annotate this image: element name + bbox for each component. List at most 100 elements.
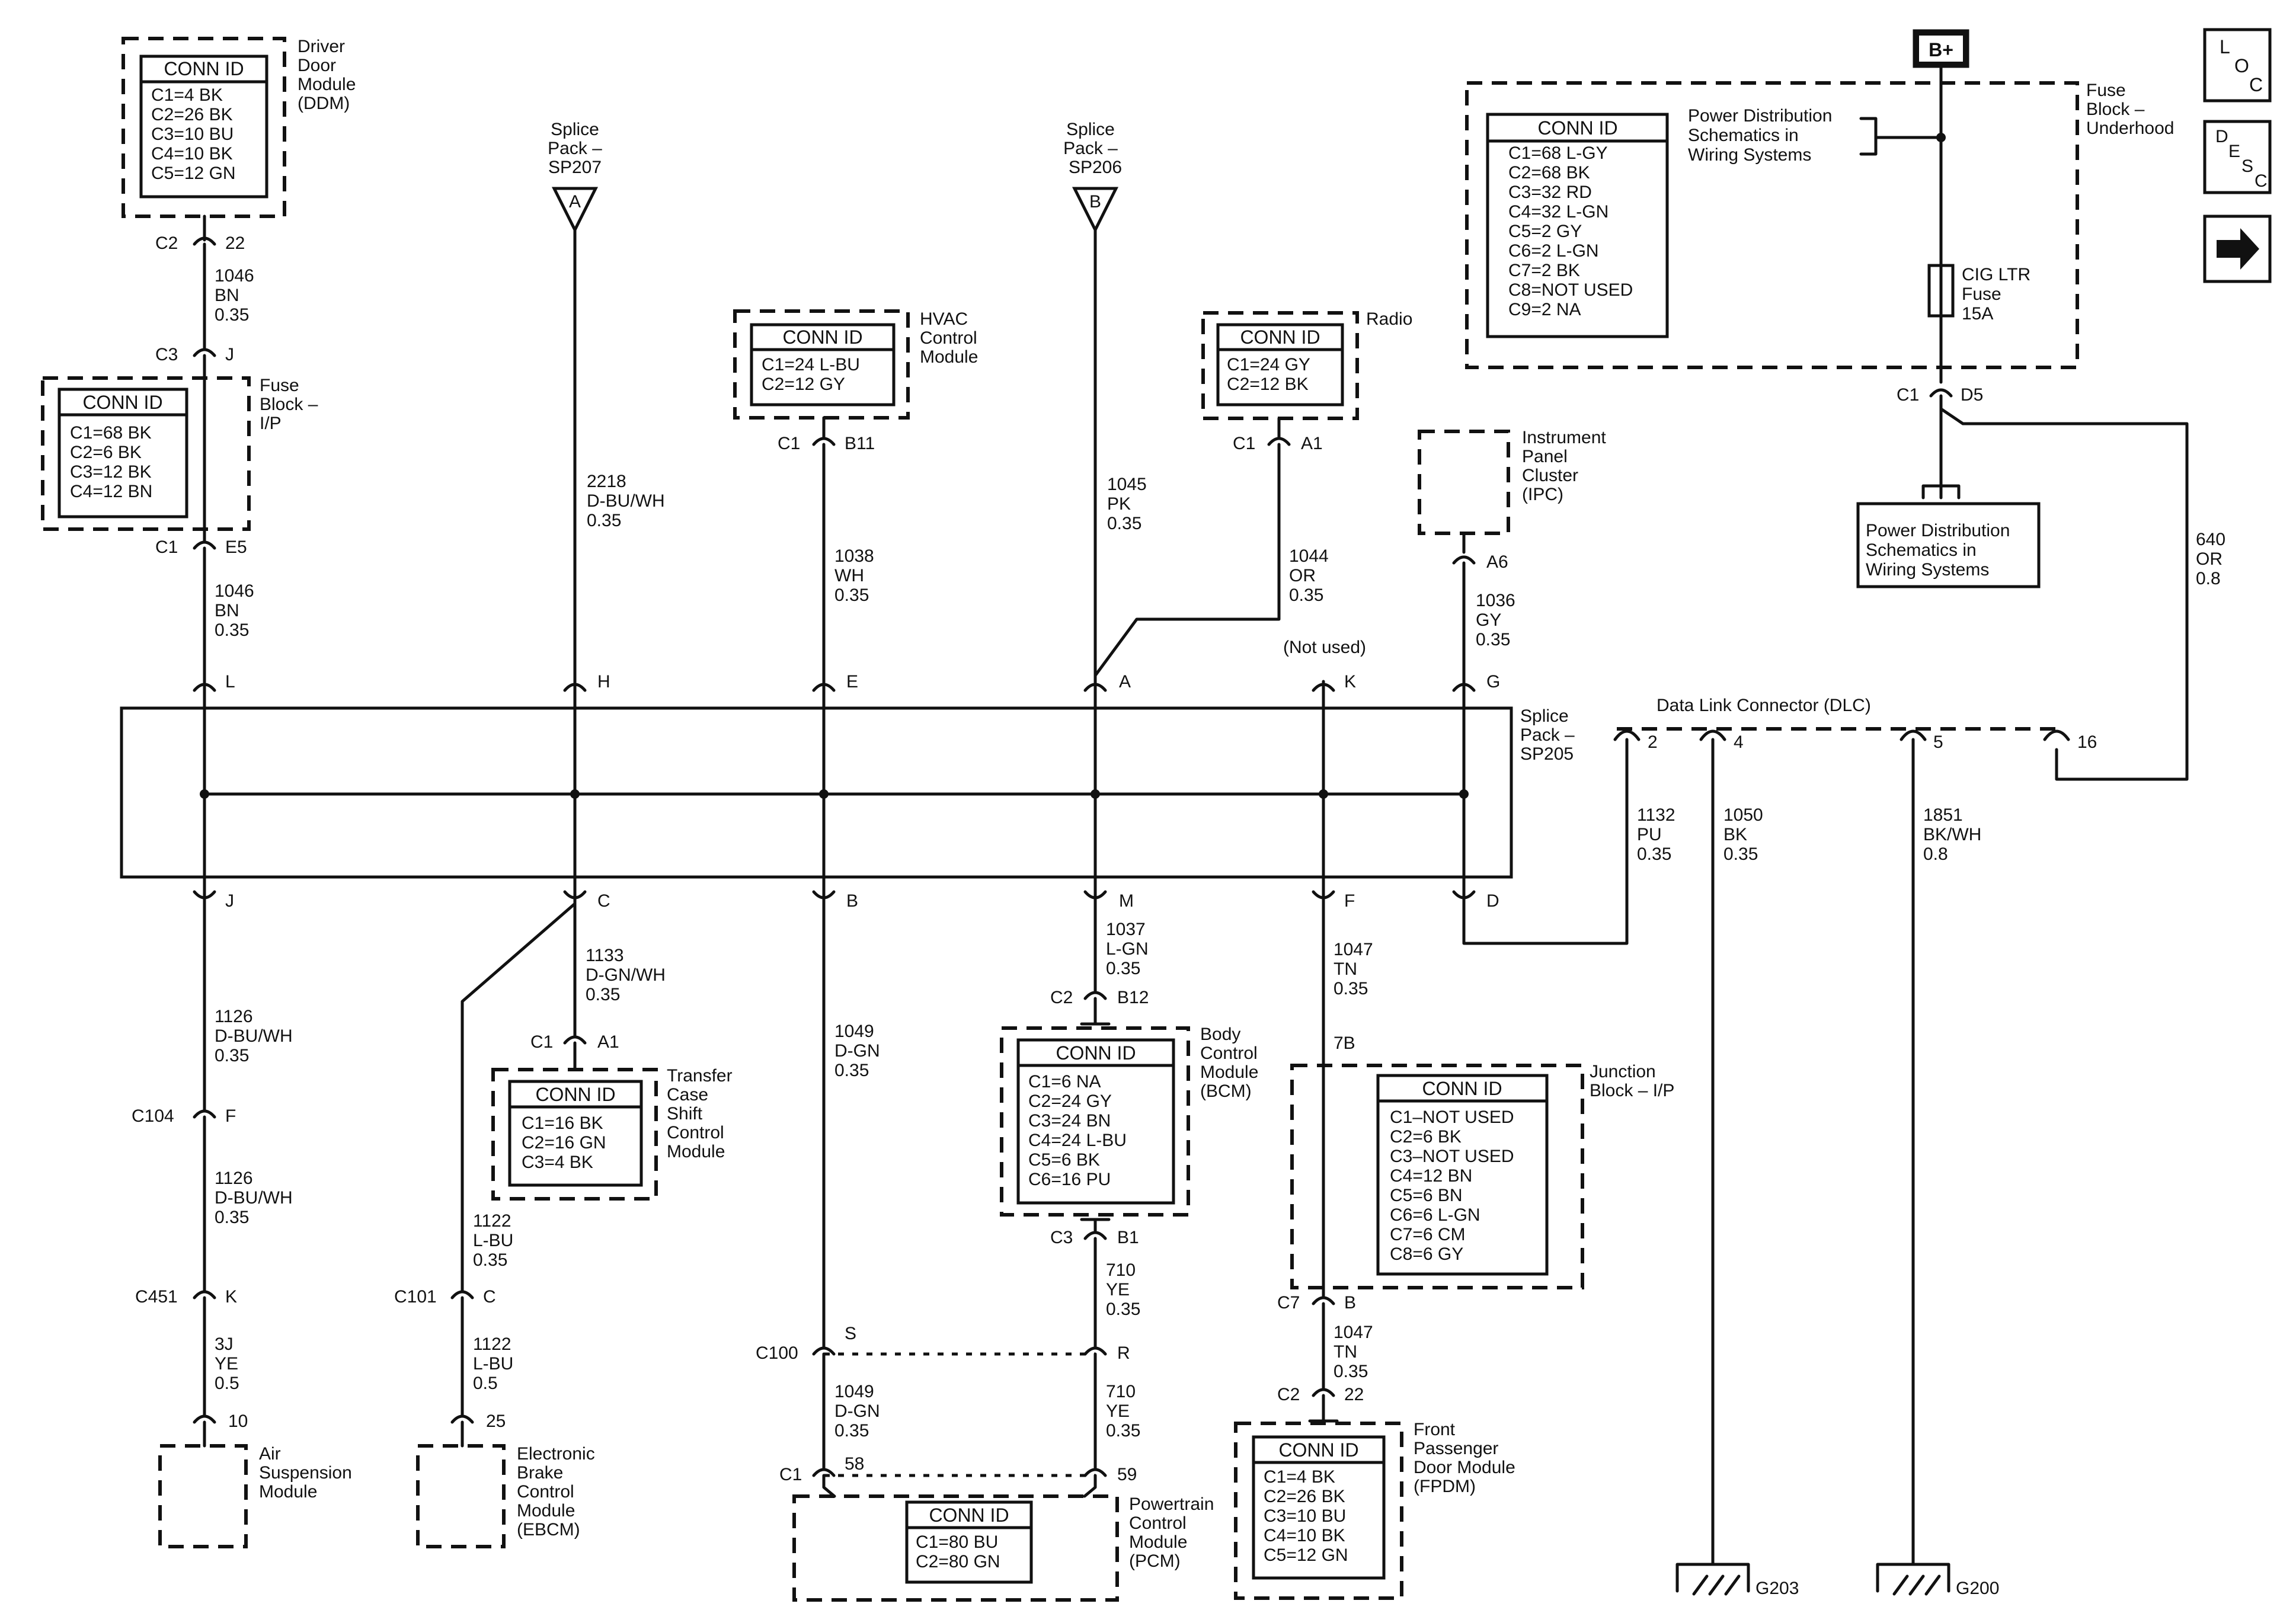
wire-1038-label: 1038 WH 0.35 <box>834 546 874 605</box>
svg-text:C5=6 BK: C5=6 BK <box>1028 1150 1100 1170</box>
svg-text:(FPDM): (FPDM) <box>1414 1477 1476 1496</box>
tcsc-outline <box>491 1068 658 1201</box>
svg-text:0.35: 0.35 <box>834 585 869 605</box>
svg-text:Air: Air <box>259 1444 281 1464</box>
svg-text:0.35: 0.35 <box>215 1046 249 1065</box>
junction-block-ip-title: Junction Block – I/P <box>1590 1062 1674 1100</box>
hvac-outline <box>733 309 910 420</box>
svg-text:C1=80 BU: C1=80 BU <box>916 1532 998 1552</box>
ipc-title: Instrument Panel Cluster (IPC) <box>1522 428 1606 504</box>
svg-text:0.35: 0.35 <box>587 511 621 530</box>
svg-text:25: 25 <box>486 1411 506 1431</box>
svg-text:J: J <box>225 891 234 911</box>
svg-text:(PCM): (PCM) <box>1129 1551 1181 1571</box>
svg-text:Module: Module <box>1129 1532 1187 1552</box>
svg-text:58: 58 <box>845 1454 864 1474</box>
svg-text:Transfer: Transfer <box>667 1066 733 1086</box>
svg-text:Module: Module <box>298 75 356 94</box>
svg-text:C9=2 NA: C9=2 NA <box>1508 300 1581 319</box>
conn-id-table-junction-block: CONN ID C1–NOT USED C2=6 BK C3–NOT USED … <box>1376 1074 1549 1276</box>
svg-text:C6=2 L-GN: C6=2 L-GN <box>1508 241 1599 261</box>
svg-text:(DDM): (DDM) <box>298 94 350 113</box>
desc-button[interactable]: D E S C <box>2203 120 2272 194</box>
svg-text:A1: A1 <box>597 1032 619 1052</box>
svg-text:C3=24 BN: C3=24 BN <box>1028 1111 1111 1131</box>
svg-text:Junction: Junction <box>1590 1062 1656 1081</box>
svg-text:OR: OR <box>2196 549 2223 569</box>
svg-text:C3=12 BK: C3=12 BK <box>70 462 152 482</box>
svg-text:CONN ID: CONN ID <box>1278 1439 1358 1461</box>
svg-text:Body: Body <box>1200 1025 1240 1044</box>
svg-text:C7: C7 <box>1277 1293 1300 1313</box>
svg-text:Control: Control <box>667 1123 724 1142</box>
loc-letter-l: L <box>2220 36 2230 57</box>
svg-text:D-GN: D-GN <box>834 1401 880 1421</box>
svg-text:Cluster: Cluster <box>1522 466 1578 485</box>
svg-text:A: A <box>1119 672 1131 692</box>
fuse-block-ip-title: Fuse Block – I/P <box>260 376 318 433</box>
next-page-button[interactable] <box>2203 215 2272 283</box>
wire-1044-label: 1044 OR 0.35 <box>1289 546 1329 605</box>
loc-button[interactable]: L O C <box>2203 28 2272 103</box>
svg-text:B1: B1 <box>1117 1228 1139 1247</box>
connector-c1-d5: C1 D5 <box>1897 385 1983 405</box>
svg-text:K: K <box>225 1287 237 1307</box>
svg-text:1046: 1046 <box>215 581 254 601</box>
wire-640-label: 640 OR 0.8 <box>2196 530 2225 588</box>
svg-text:C451: C451 <box>135 1287 178 1307</box>
svg-text:C3: C3 <box>155 345 178 364</box>
svg-text:C1: C1 <box>778 434 800 453</box>
svg-text:0.35: 0.35 <box>1637 844 1671 864</box>
svg-text:0.35: 0.35 <box>1106 959 1140 978</box>
svg-text:C2=6 BK: C2=6 BK <box>70 443 142 462</box>
svg-text:0.35: 0.35 <box>215 1208 249 1227</box>
svg-text:C4=12 BN: C4=12 BN <box>1390 1166 1472 1186</box>
svg-text:D: D <box>1486 891 1499 911</box>
wire-1046-label-b: 1046 BN 0.35 <box>215 581 254 640</box>
fuse-block-ip-outline <box>41 376 251 531</box>
svg-text:C2: C2 <box>1050 988 1073 1007</box>
svg-text:C2=80 GN: C2=80 GN <box>916 1552 1000 1571</box>
splice-pack-sp207-label: Splice Pack – SP207 <box>548 120 602 177</box>
desc-letter-d: D <box>2215 127 2228 146</box>
conn-id-table-fpdm: CONN ID C1=4 BK C2=26 BK C3=10 BU C4=10 … <box>1252 1435 1386 1580</box>
junction-block-pin-7b: 7B <box>1334 1033 1355 1053</box>
svg-text:M: M <box>1119 891 1134 911</box>
power-distribution-reference: Power Distribution Schematics in Wiring … <box>1688 106 1946 165</box>
svg-text:C104: C104 <box>132 1106 174 1126</box>
wire-1037-label: 1037 L-GN 0.35 <box>1106 920 1149 978</box>
connector-fuse-ip-c1: C1 E5 <box>155 537 247 557</box>
svg-text:1049: 1049 <box>834 1382 874 1401</box>
svg-text:G203: G203 <box>1755 1579 1799 1598</box>
svg-text:C3–NOT USED: C3–NOT USED <box>1390 1147 1514 1166</box>
svg-text:B12: B12 <box>1117 988 1149 1007</box>
loc-letter-c: C <box>2249 74 2263 95</box>
svg-text:R: R <box>1117 1343 1130 1363</box>
power-distribution-box: Power Distribution Schematics in Wiring … <box>1856 502 2041 588</box>
svg-text:J: J <box>225 345 234 364</box>
svg-text:C2=16 GN: C2=16 GN <box>522 1133 606 1153</box>
svg-text:1046: 1046 <box>215 266 254 286</box>
svg-text:Underhood: Underhood <box>2086 119 2174 138</box>
svg-text:C5=2 GY: C5=2 GY <box>1508 222 1582 241</box>
svg-text:CONN ID: CONN ID <box>1240 327 1320 348</box>
svg-text:C1=68 BK: C1=68 BK <box>70 423 152 443</box>
svg-text:G200: G200 <box>1956 1579 1999 1598</box>
svg-text:1047: 1047 <box>1334 1323 1373 1342</box>
svg-text:C5=12 GN: C5=12 GN <box>1264 1545 1348 1565</box>
svg-text:E5: E5 <box>225 537 247 557</box>
splice-internal-wires <box>200 680 1469 897</box>
svg-text:C1: C1 <box>155 537 178 557</box>
wire-1122-label-a: 1122 L-BU 0.35 <box>473 1211 513 1270</box>
wire-1047-label-a: 1047 TN 0.35 <box>1334 940 1373 998</box>
svg-text:CONN ID: CONN ID <box>782 327 862 348</box>
svg-text:Case: Case <box>667 1085 708 1105</box>
svg-text:BN: BN <box>215 601 239 620</box>
svg-text:0.35: 0.35 <box>1106 1421 1140 1441</box>
svg-text:C3=32 RD: C3=32 RD <box>1508 183 1592 202</box>
svg-text:D-GN/WH: D-GN/WH <box>586 965 666 985</box>
svg-text:Pack –: Pack – <box>1520 725 1575 745</box>
svg-text:10: 10 <box>228 1411 248 1431</box>
svg-text:I/P: I/P <box>260 414 282 433</box>
svg-text:C5=6 BN: C5=6 BN <box>1390 1186 1463 1205</box>
